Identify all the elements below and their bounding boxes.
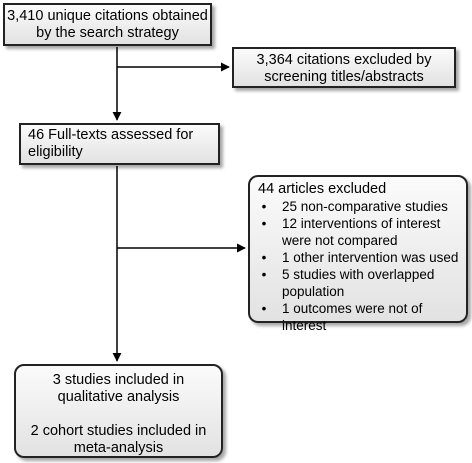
bullet-icon: • bbox=[261, 250, 267, 265]
reason-line: 1 outcomes were not of interest bbox=[282, 301, 423, 333]
reason-line: were not compared bbox=[282, 233, 398, 248]
included-line-2: qualitative analysis bbox=[57, 389, 180, 405]
excluded-line-1: 3,364 citations excluded by bbox=[256, 52, 432, 68]
fulltexts-line-1: 46 Full-texts assessed for bbox=[28, 127, 194, 143]
included-line-3: 2 cohort studies included in bbox=[30, 423, 207, 439]
list-item: • 25 non-comparative studies bbox=[258, 198, 462, 215]
citations-line-2: by the search strategy bbox=[36, 25, 179, 41]
bullet-icon: • bbox=[261, 267, 267, 282]
excluded-line-2: screening titles/abstracts bbox=[264, 69, 424, 85]
reason-line: 1 other intervention was used bbox=[282, 250, 459, 265]
box-studies-included: 3 studies included in qualitative analys… bbox=[14, 364, 223, 458]
reason-line: 25 non-comparative studies bbox=[282, 199, 448, 214]
reason-line: 12 interventions of interest bbox=[282, 216, 441, 231]
box-articles-excluded: 44 articles excluded • 25 non-comparative… bbox=[248, 175, 468, 333]
exclusion-reasons-list: • 25 non-comparative studies • 12 interven… bbox=[258, 198, 462, 334]
citations-line-1: 3,410 unique citations obtained bbox=[7, 8, 208, 24]
box-citations-obtained: 3,410 unique citations obtained by the s… bbox=[3, 3, 212, 46]
box-fulltexts-assessed: 46 Full-texts assessed for eligibility bbox=[19, 123, 220, 165]
included-line-4: meta-analysis bbox=[73, 440, 164, 456]
bullet-icon: • bbox=[261, 216, 267, 231]
included-line-1: 3 studies included in bbox=[52, 372, 185, 388]
list-item: • 1 outcomes were not of interest bbox=[258, 300, 462, 334]
reason-line: 5 studies with overlapped bbox=[282, 267, 435, 282]
list-item: • 1 other intervention was used bbox=[258, 249, 462, 266]
reason-line: population bbox=[282, 284, 345, 299]
bullet-icon: • bbox=[261, 199, 267, 214]
box-citations-excluded: 3,364 citations excluded by screening ti… bbox=[232, 47, 456, 88]
articles-excluded-title: 44 articles excluded bbox=[258, 181, 387, 197]
list-item: • 5 studies with overlapped population bbox=[258, 266, 462, 300]
list-item: • 12 interventions of interest were not co… bbox=[258, 215, 462, 249]
fulltexts-line-2: eligibility bbox=[28, 144, 83, 160]
bullet-icon: • bbox=[261, 301, 267, 316]
